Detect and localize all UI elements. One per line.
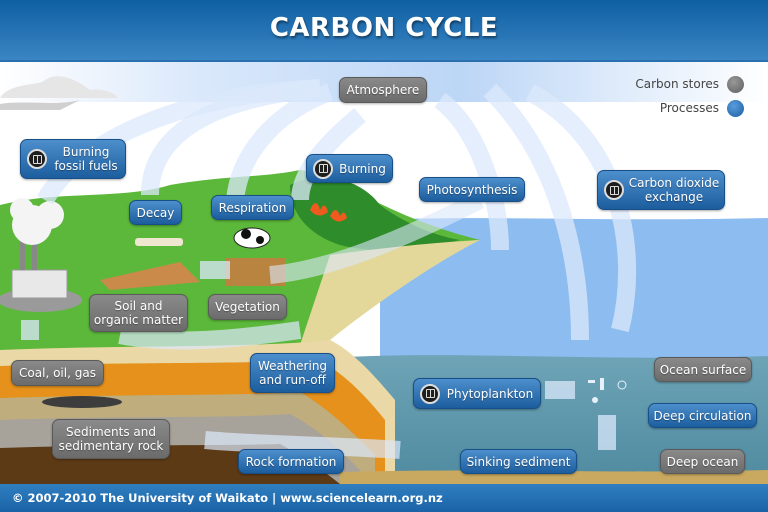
- process-photosynthesis[interactable]: Photosynthesis: [419, 177, 525, 202]
- process-rock-formation[interactable]: Rock formation: [238, 449, 344, 474]
- video-icon[interactable]: [420, 383, 440, 404]
- process-respiration[interactable]: Respiration: [211, 195, 294, 220]
- process-sinking-sediment[interactable]: Sinking sediment: [460, 449, 577, 474]
- coal-deposit: [42, 396, 122, 408]
- copyright-text: © 2007-2010 The University of Waikato | …: [12, 491, 443, 505]
- footer-bar: © 2007-2010 The University of Waikato | …: [0, 484, 768, 512]
- process-decay[interactable]: Decay: [129, 200, 182, 225]
- skeleton-icon: [135, 238, 183, 246]
- process-phytoplankton[interactable]: Phytoplankton: [413, 378, 541, 409]
- cloud-icon: [0, 76, 118, 98]
- process-burning[interactable]: Burning: [306, 154, 393, 183]
- carbon-stores-dot-icon: [727, 75, 744, 93]
- store-deep-ocean[interactable]: Deep ocean: [660, 449, 745, 474]
- ploughed-field: [100, 262, 200, 290]
- page-title: CARBON CYCLE: [269, 13, 499, 43]
- video-icon[interactable]: [27, 149, 47, 169]
- store-atmosphere[interactable]: Atmosphere: [339, 77, 427, 103]
- store-ocean-surface[interactable]: Ocean surface: [654, 357, 752, 382]
- legend-item-processes: Processes: [635, 96, 744, 120]
- factory-icon: [11, 269, 68, 299]
- video-icon[interactable]: [313, 158, 333, 179]
- legend-item-carbon-stores: Carbon stores: [635, 72, 744, 96]
- cow-icon: [233, 227, 271, 249]
- header-bar: CARBON CYCLE: [0, 0, 768, 62]
- processes-dot-icon: [727, 99, 744, 117]
- store-coal-oil-gas[interactable]: Coal, oil, gas: [11, 360, 104, 386]
- legend: Carbon stores Processes: [635, 72, 744, 120]
- process-deep-circulation[interactable]: Deep circulation: [648, 403, 757, 428]
- video-icon[interactable]: [604, 180, 624, 200]
- fire-icon: [310, 203, 328, 216]
- plankton-icon: [588, 378, 627, 403]
- store-vegetation[interactable]: Vegetation: [208, 294, 287, 320]
